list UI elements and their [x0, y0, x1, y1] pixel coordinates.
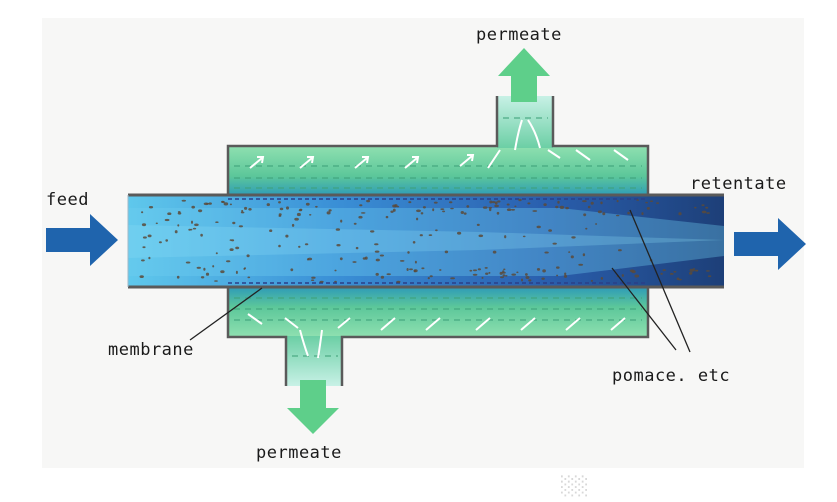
- membrane-pointer: [189, 287, 263, 341]
- pomace-label: pomace. etc: [612, 366, 731, 386]
- particles: [139, 198, 712, 283]
- permeate-arrow-bottom: [287, 380, 339, 434]
- watermark-logo: ░░: [561, 476, 589, 497]
- permeate-bottom-label: permeate: [256, 443, 342, 463]
- membrane-label: membrane: [108, 340, 194, 360]
- permeate-top-label: permeate: [476, 25, 562, 45]
- permeate-flow-arrows-top: [249, 119, 629, 169]
- feed-label: feed: [46, 190, 89, 210]
- shell-bottom: [226, 287, 650, 386]
- shell-top: [226, 96, 650, 196]
- permeate-arrow-top: [498, 48, 550, 102]
- retentate-label: retentate: [690, 174, 787, 194]
- membrane-tube: [127, 193, 724, 289]
- feed-arrow: [46, 214, 118, 266]
- permeate-flow-arrows-bottom: [247, 313, 626, 359]
- retentate-arrow: [734, 218, 806, 270]
- pomace-pointers: [611, 209, 691, 353]
